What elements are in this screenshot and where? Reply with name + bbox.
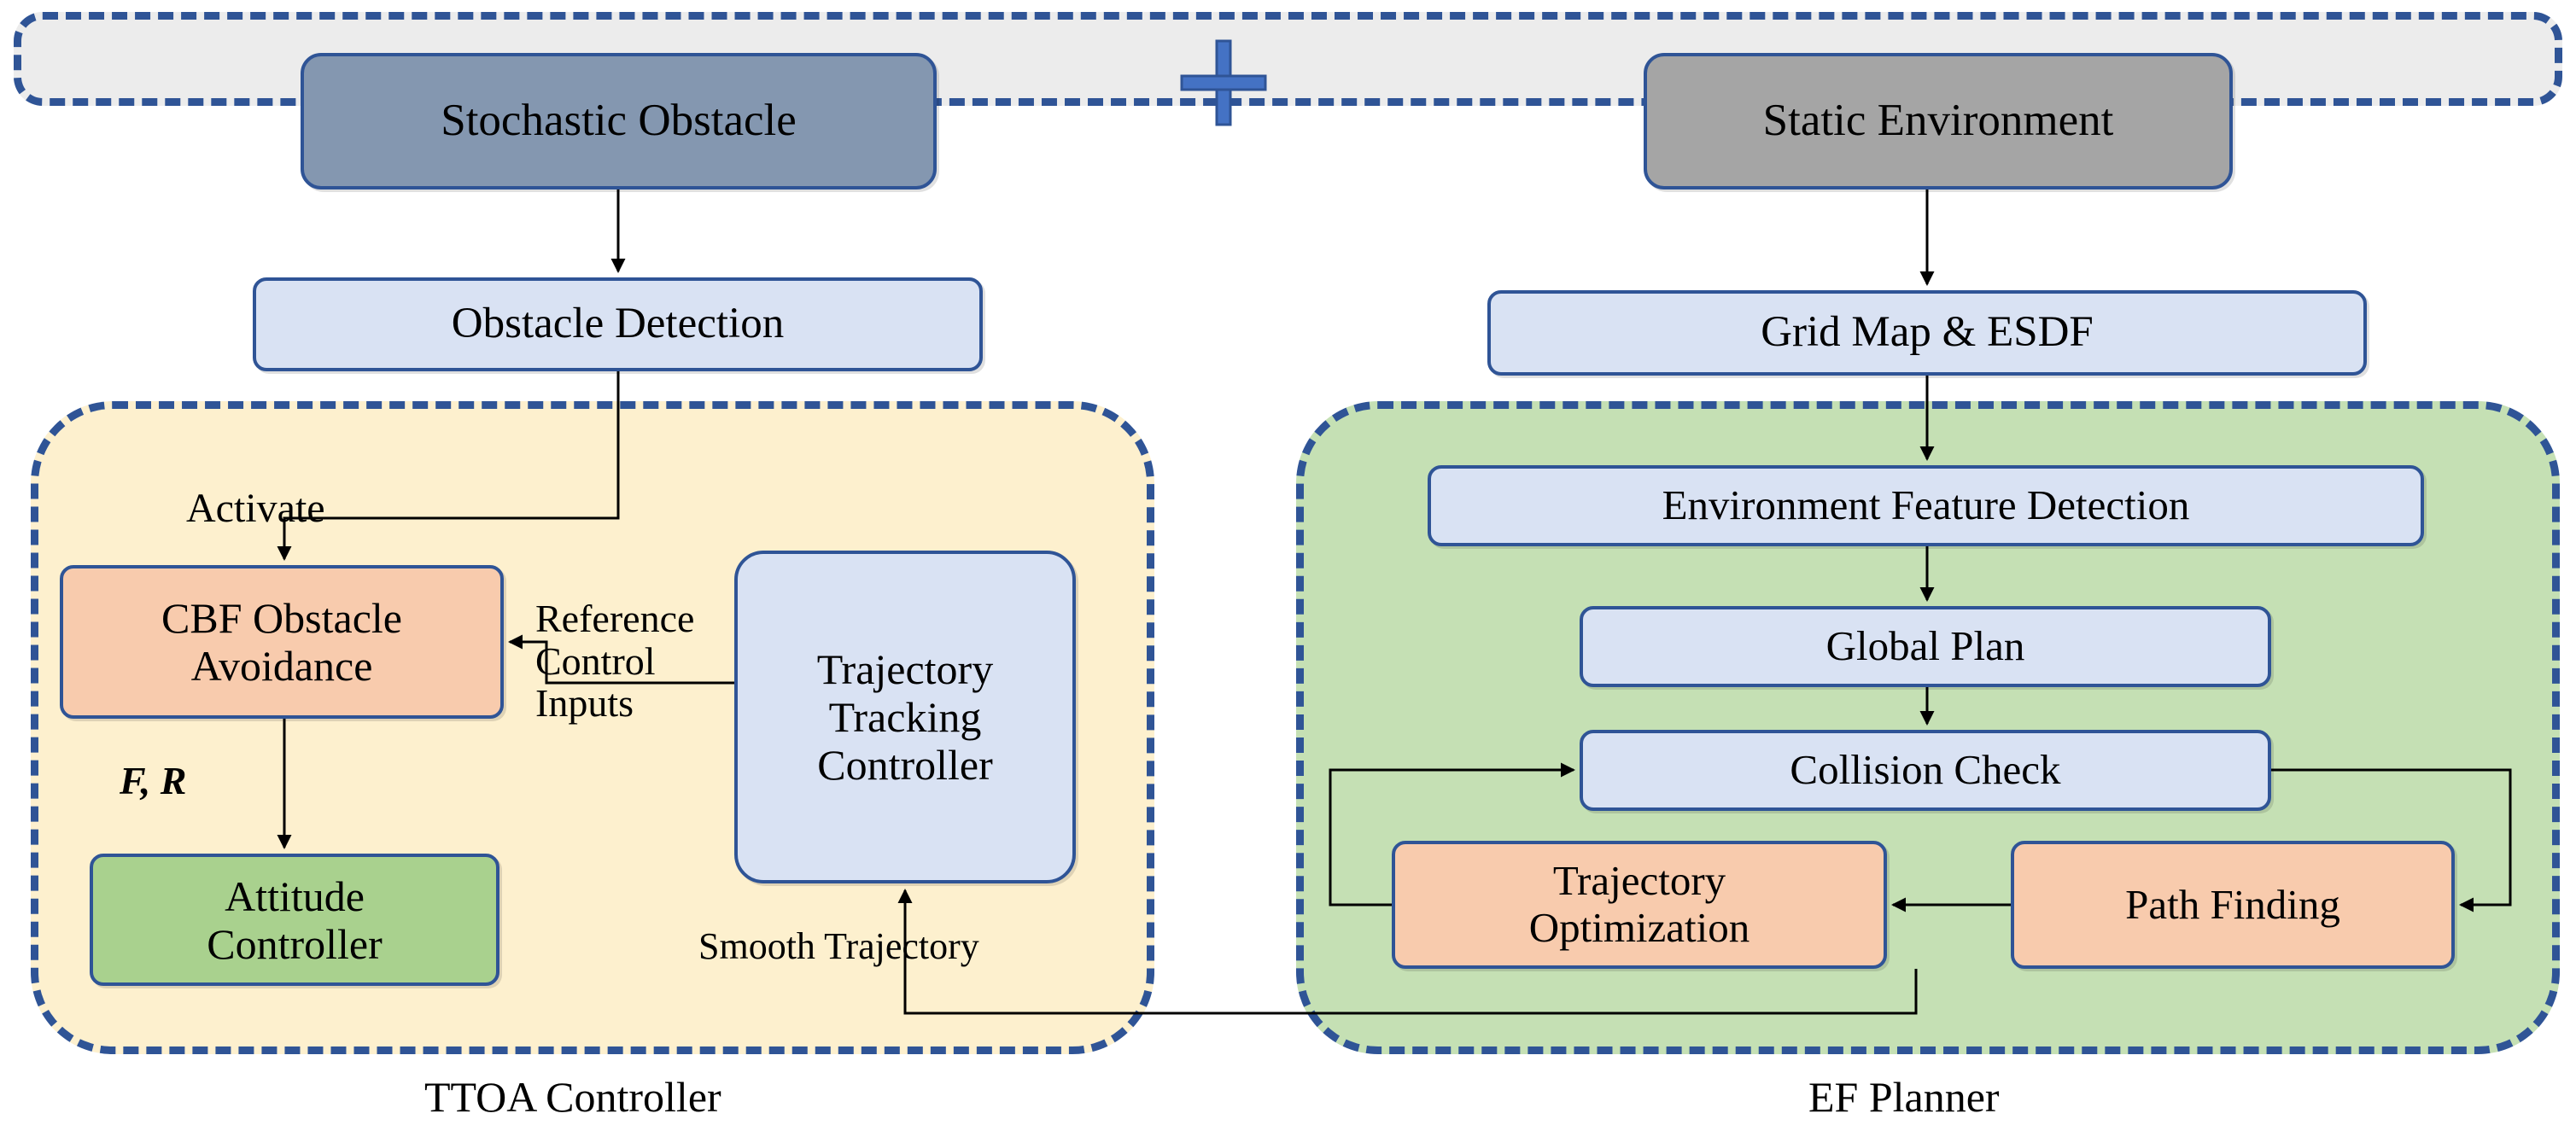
node-global-plan[interactable]: Global Plan — [1580, 606, 2271, 687]
node-static-environment[interactable]: Static Environment — [1644, 53, 2233, 189]
edge-label-force-rotation: F, R — [120, 759, 187, 802]
node-grid-map-esdf[interactable]: Grid Map & ESDF — [1487, 290, 2367, 376]
group-caption-ttoa-controller: TTOA Controller — [424, 1073, 721, 1121]
node-collision-check[interactable]: Collision Check — [1580, 730, 2271, 811]
node-path-finding[interactable]: Path Finding — [2011, 841, 2455, 969]
edge-label-activate: Activate — [186, 486, 325, 531]
edge-label-smooth-trajectory: Smooth Trajectory — [698, 925, 979, 967]
node-obstacle-detection[interactable]: Obstacle Detection — [253, 277, 983, 371]
node-environment-feature-detection[interactable]: Environment Feature Detection — [1428, 465, 2424, 546]
node-stochastic-obstacle[interactable]: Stochastic Obstacle — [301, 53, 937, 189]
group-caption-ef-planner: EF Planner — [1808, 1073, 2000, 1121]
plus-icon — [1180, 39, 1267, 126]
